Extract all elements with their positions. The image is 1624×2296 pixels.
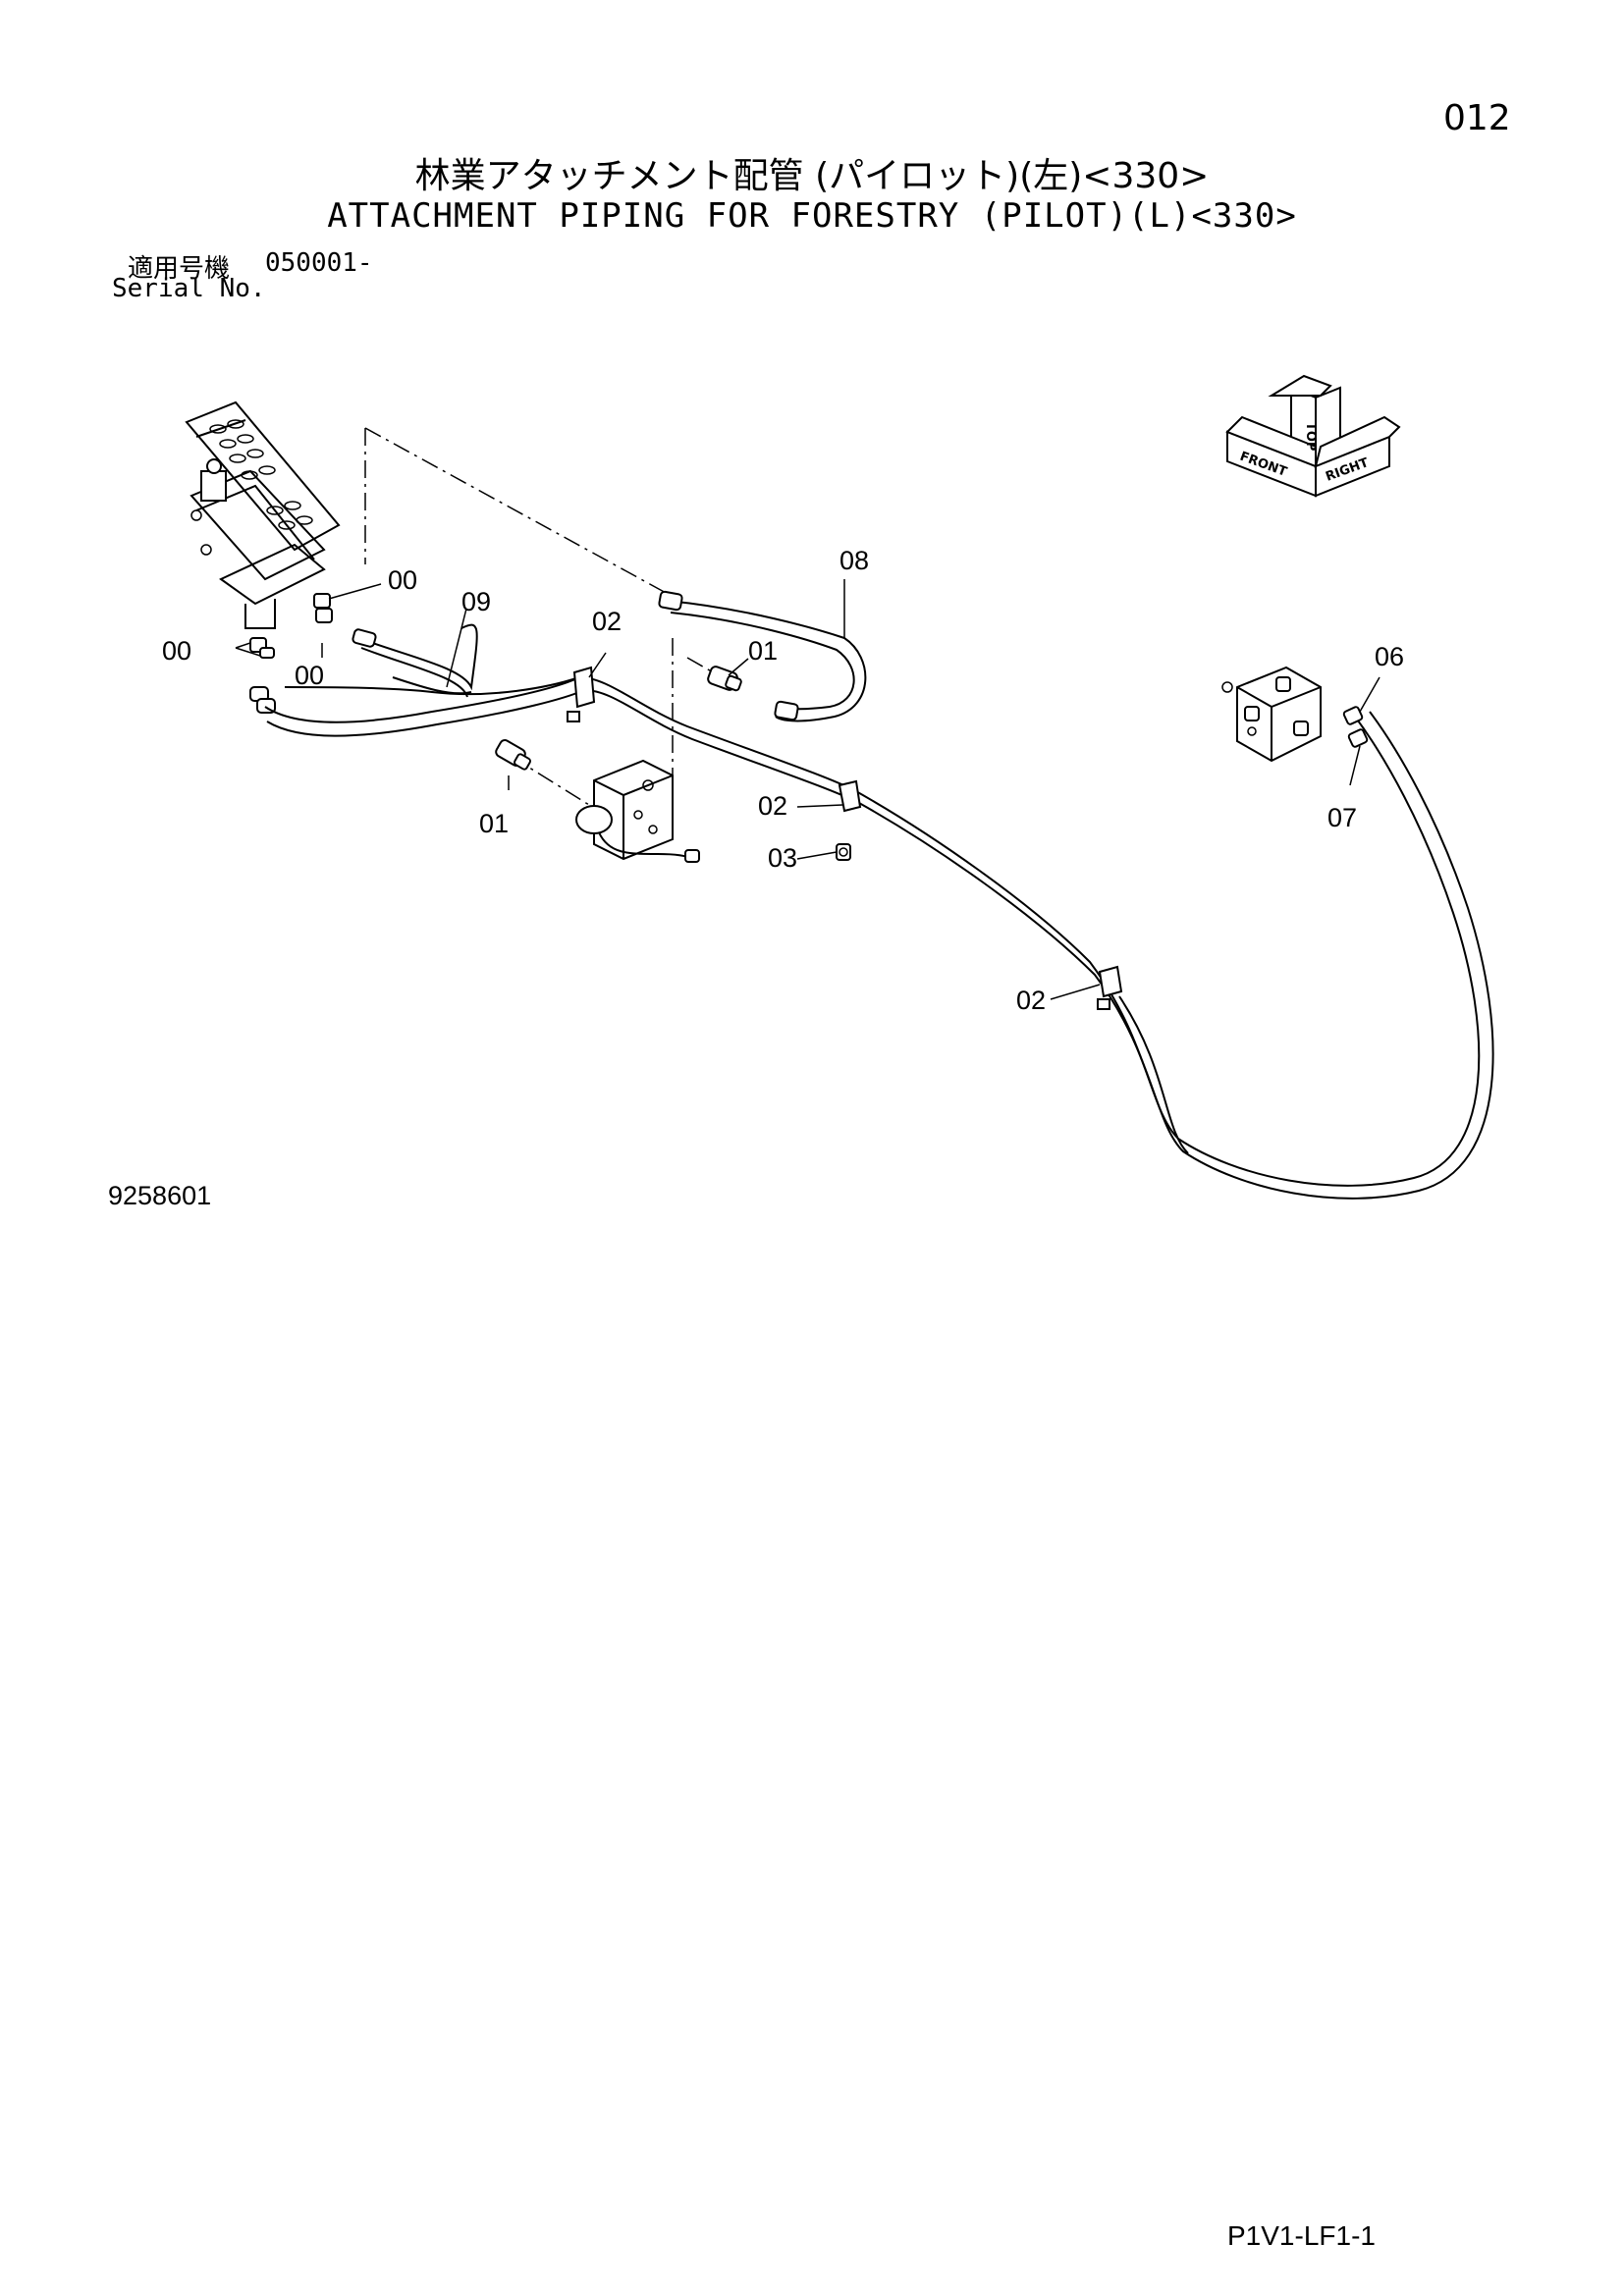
fitting-01-lower (495, 739, 531, 771)
footer-code: P1V1-LF1-1 (1227, 2220, 1376, 2251)
fitting-01-upper (707, 666, 742, 692)
callout-09: 09 (461, 587, 491, 616)
orientation-arrows-icon: FRONT RIGHT TOP (1225, 374, 1401, 498)
callout-01-lower: 01 (479, 809, 509, 838)
serial-value: 050001- (265, 248, 373, 278)
bolt-03 (836, 843, 851, 861)
callout-08: 08 (839, 546, 869, 575)
callout-01-upper: 01 (748, 636, 778, 666)
title-japanese: 林業アタッチメント配管 (パイロット)(左)<330> (414, 156, 1210, 196)
leader-lines (235, 579, 1380, 1000)
callout-00-bottom: 00 (295, 661, 324, 690)
callout-03: 03 (768, 843, 797, 873)
orientation-label-top: TOP (1303, 422, 1318, 451)
control-valve-block (1221, 666, 1369, 763)
callout-02-upper: 02 (592, 607, 622, 636)
callout-07: 07 (1327, 803, 1357, 832)
fittings-00 (249, 593, 333, 714)
callout-00-top: 00 (388, 565, 417, 595)
title-english: ATTACHMENT PIPING FOR FORESTRY (PILOT)(L… (327, 196, 1297, 236)
serial-label-japanese: 適用号機 (128, 254, 231, 284)
figure-number: 9258601 (108, 1181, 212, 1210)
callout-02-lower: 02 (1016, 986, 1046, 1015)
hose-08 (658, 590, 867, 722)
page-number: 012 (1443, 98, 1511, 138)
callout-00-left: 00 (162, 636, 191, 666)
callout-06: 06 (1375, 642, 1404, 671)
solenoid-valve (575, 759, 700, 863)
main-pilot-hoses (264, 675, 1494, 1200)
pilot-pedal-valve (185, 400, 341, 629)
serial-label-english: Serial No. (112, 274, 266, 303)
callout-02-mid: 02 (758, 791, 787, 821)
